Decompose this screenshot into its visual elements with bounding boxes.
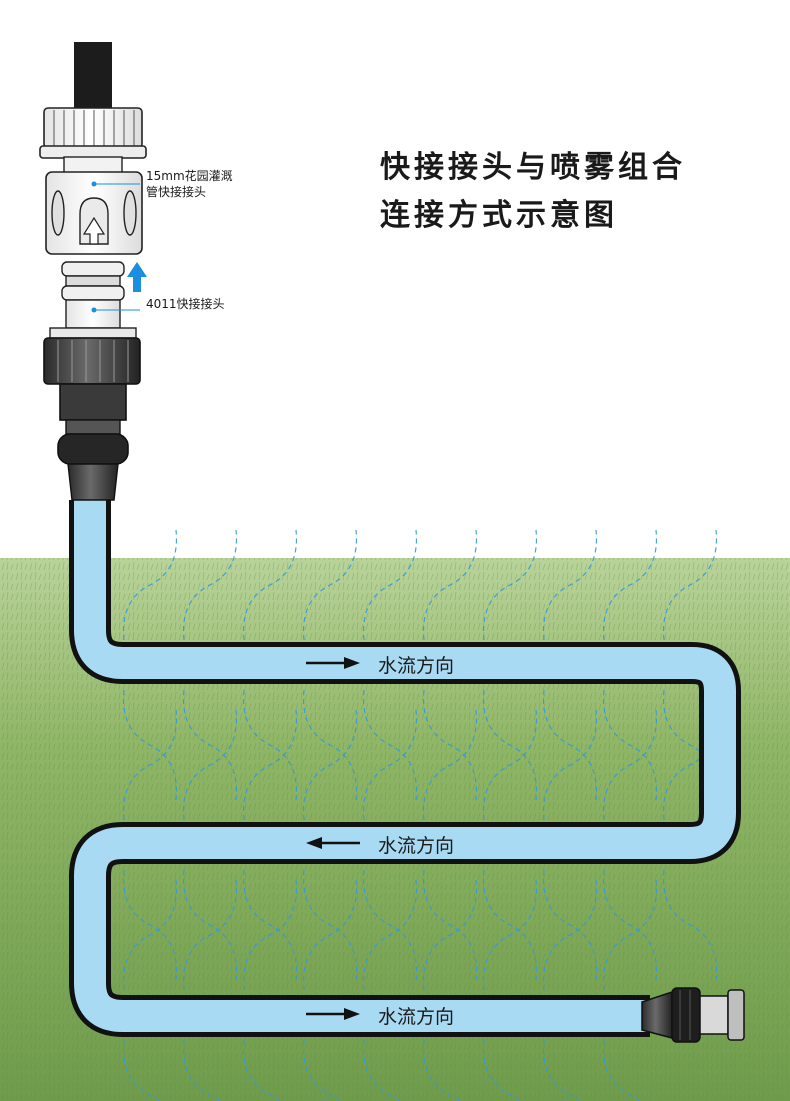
spray-arc — [182, 879, 238, 991]
spray-arc — [422, 709, 478, 821]
spray-arc — [422, 869, 478, 981]
spray-arc — [362, 879, 418, 991]
spray-arc — [302, 869, 358, 981]
hose — [69, 500, 741, 1037]
connector-assembly — [39, 42, 147, 501]
spray-arc — [242, 1039, 281, 1101]
spray-arc — [242, 709, 298, 821]
callout-hose-connector: 15mm花园灌溉 管快接接头 — [146, 168, 233, 200]
spray-arc — [482, 529, 538, 641]
spray-arc — [302, 529, 358, 641]
spray-arc — [422, 529, 478, 641]
spray-arc — [422, 879, 478, 991]
spray-arc — [542, 869, 598, 981]
spray-arc — [662, 869, 718, 981]
supply-hose — [74, 42, 112, 112]
title-line-2: 连接方式示意图 — [380, 198, 618, 233]
spray-arc — [302, 1039, 341, 1101]
flow-arrow-1 — [306, 657, 360, 669]
spray-arc — [182, 709, 238, 821]
quick-connector-15mm — [45, 156, 143, 255]
callout-adapter-4011: 4011快接接头 — [146, 297, 225, 311]
spray-arc — [182, 869, 238, 981]
spray-arc — [602, 869, 658, 981]
spray-arc — [302, 879, 358, 991]
threaded-cap — [39, 107, 147, 159]
hose-water — [74, 500, 736, 1032]
spray-arc — [362, 529, 418, 641]
spray-arc — [542, 709, 598, 821]
spray-arc — [302, 689, 358, 801]
spray-arc — [662, 529, 718, 641]
title-line-1: 快接接头与喷雾组合 — [380, 150, 686, 185]
spray-arc — [122, 709, 178, 821]
arrow-up-icon — [127, 262, 147, 292]
spray-arc — [362, 869, 418, 981]
spray-arc — [542, 689, 598, 801]
spray-arc — [542, 529, 598, 641]
flow-label-1: 水流方向 — [378, 655, 455, 677]
spray-arc — [542, 1039, 581, 1101]
spray-arc — [362, 709, 418, 821]
spray-arc — [122, 1039, 161, 1101]
spray-arc — [122, 689, 178, 801]
spray-arc — [122, 869, 178, 981]
callout-hose-connector-line2: 管快接接头 — [146, 185, 207, 199]
spray-arc — [482, 689, 538, 801]
arrow-up-outline-icon — [82, 216, 106, 245]
end-plug — [641, 987, 745, 1043]
spray-arc — [602, 529, 658, 641]
spray-arc — [422, 1039, 461, 1101]
flow-arrow-2 — [306, 837, 360, 849]
flow-arrow-3 — [306, 1008, 360, 1020]
spray-arc — [122, 529, 178, 641]
spray-arc — [362, 689, 418, 801]
spray-arc — [242, 869, 298, 981]
spray-arc — [182, 689, 238, 801]
spray-arc — [482, 709, 538, 821]
spray-arc — [362, 1039, 401, 1101]
spray-arc — [122, 879, 178, 991]
spray-arc — [182, 529, 238, 641]
spray-arc — [242, 689, 298, 801]
spray-arc — [482, 879, 538, 991]
spray-arc — [182, 1039, 221, 1101]
spray-arc — [482, 869, 538, 981]
callout-hose-connector-line1: 15mm花园灌溉 — [146, 169, 233, 183]
spray-arc — [602, 689, 658, 801]
spray-pattern — [122, 529, 718, 1101]
spray-arc — [242, 529, 298, 641]
adapter-4011 — [49, 261, 137, 339]
spray-arc — [422, 689, 478, 801]
spray-arc — [242, 879, 298, 991]
spray-arc — [602, 879, 658, 991]
threaded-nut — [43, 337, 141, 501]
flow-label-2: 水流方向 — [378, 835, 455, 857]
spray-arc — [602, 1039, 641, 1101]
spray-arc — [482, 1039, 521, 1101]
spray-arc — [602, 709, 658, 821]
flow-label-3: 水流方向 — [378, 1006, 455, 1028]
callout-lines — [94, 183, 140, 311]
spray-arc — [302, 709, 358, 821]
spray-arc — [542, 879, 598, 991]
